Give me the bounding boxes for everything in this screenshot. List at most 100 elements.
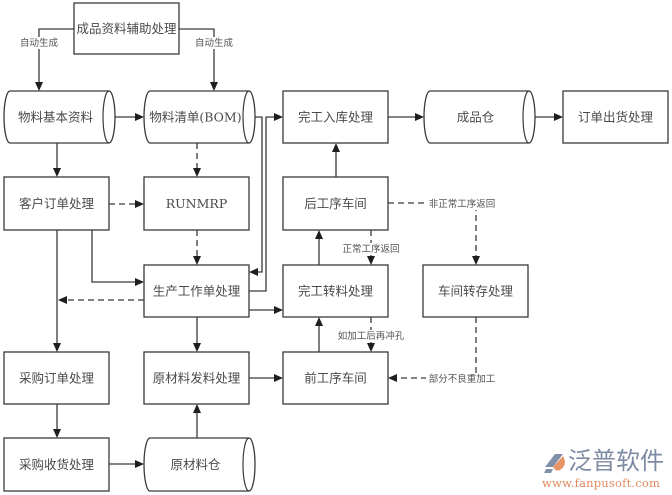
node-receive[interactable]: 采购收货处理 [3, 437, 110, 492]
node-label: 成品仓 [457, 110, 495, 125]
logo-mark-icon [544, 454, 565, 473]
node-label: 完工入库处理 [298, 110, 374, 125]
node-label: 前工序车间 [304, 371, 367, 386]
node-runmrp[interactable]: RUNMRP [143, 176, 250, 231]
node-bom[interactable]: 物料清单(BOM) [143, 90, 256, 144]
edge-po-to-receive [53, 404, 61, 438]
edge-label: 如加工后再冲孔 [335, 330, 407, 342]
arrowhead-icon [249, 268, 258, 276]
edge-label-text: 部分不良重加工 [429, 373, 496, 385]
node-label: 订单出货处理 [578, 110, 654, 125]
edge-label-background [340, 243, 402, 255]
edge-labels-layer: 自动生成自动生成正常工序返回非正常工序返回如加工后再冲孔部分不良重加工 [18, 37, 498, 385]
process-box [3, 176, 110, 231]
process-box [143, 264, 250, 318]
edge-cust-order-to-runmrp [109, 200, 144, 208]
arrowhead-icon [315, 230, 323, 239]
edge-fin-transfer-to-post-ws [315, 230, 323, 265]
edge-label-background [193, 37, 235, 49]
edge-pre-ws-to-fin-transfer [315, 317, 323, 352]
edge-raw-store-to-issue [193, 404, 201, 438]
arrowhead-icon [315, 317, 323, 326]
node-cust-order[interactable]: 客户订单处理 [3, 176, 110, 231]
edge-ws-store-to-pre-ws [388, 317, 477, 382]
edge-receive-to-raw-store [109, 460, 144, 468]
arrowhead-icon [58, 296, 67, 304]
edges-layer [35, 28, 563, 468]
edge-bom-to-runmrp [193, 143, 201, 177]
arrowhead-icon [53, 343, 61, 352]
process-box [282, 176, 389, 231]
arrowhead-icon [415, 113, 424, 121]
arrowhead-icon [193, 256, 201, 265]
node-label: 物料清单(BOM) [149, 110, 241, 125]
node-label: 采购订单处理 [19, 371, 95, 386]
edge-label-text: 自动生成 [195, 37, 234, 49]
logo-brand-text: 泛普软件 [568, 447, 664, 475]
cylinder-end-ellipse [242, 437, 250, 492]
arrowhead-icon [135, 460, 144, 468]
node-fg-store[interactable]: 成品仓 [423, 90, 536, 144]
node-label: 后工序车间 [304, 196, 367, 211]
node-label: 采购收货处理 [19, 457, 95, 472]
arrowhead-icon [367, 343, 375, 352]
arrowhead-icon [388, 374, 397, 382]
connector-line [250, 116, 263, 273]
node-aux[interactable]: 成品资料辅助处理 [73, 2, 180, 55]
edge-cust-order-to-po [53, 230, 61, 352]
node-label: 车间转存处理 [438, 284, 514, 299]
arrowhead-icon [53, 168, 61, 177]
process-box [143, 176, 250, 231]
node-ship[interactable]: 订单出货处理 [562, 90, 669, 144]
edge-label-background [426, 373, 498, 385]
arrowhead-icon [274, 374, 283, 382]
connector-line [388, 202, 477, 256]
edge-label-background [335, 330, 407, 342]
edge-cust-order-to-work-order [91, 230, 144, 286]
process-box [422, 264, 529, 318]
node-post-ws[interactable]: 后工序车间 [282, 176, 389, 231]
process-box [282, 90, 389, 144]
connector-line [397, 317, 477, 379]
edge-material-to-bom [115, 113, 144, 121]
node-material[interactable]: 物料基本资料 [3, 90, 116, 144]
connector-line [91, 230, 135, 283]
node-label: 原材料发料处理 [153, 371, 241, 386]
node-issue[interactable]: 原材料发料处理 [143, 351, 250, 405]
process-box [143, 351, 250, 405]
node-po[interactable]: 采购订单处理 [3, 351, 110, 405]
process-box [282, 351, 389, 405]
logo-url-text: www.fanpusoft.com [542, 476, 661, 490]
process-box [562, 90, 669, 144]
node-label: 完工转料处理 [298, 284, 374, 299]
node-label: 原材料仓 [170, 457, 221, 472]
edge-work-order-to-po [58, 296, 144, 304]
process-box [73, 2, 180, 55]
node-ws-store[interactable]: 车间转存处理 [422, 264, 529, 318]
arrowhead-icon [135, 200, 144, 208]
arrowhead-icon [35, 82, 43, 91]
edge-label-background [426, 198, 498, 210]
edge-material-to-cust-order [53, 143, 61, 177]
edge-label: 自动生成 [18, 37, 60, 49]
arrowhead-icon [135, 278, 144, 286]
edge-label: 非正常工序返回 [426, 198, 498, 210]
edge-label-text: 自动生成 [20, 37, 59, 49]
arrowhead-icon [53, 429, 61, 438]
node-pre-ws[interactable]: 前工序车间 [282, 351, 389, 405]
node-fin-transfer[interactable]: 完工转料处理 [282, 264, 389, 318]
node-fin-in[interactable]: 完工入库处理 [282, 90, 389, 144]
connector-line [179, 28, 215, 82]
cylinder-end-ellipse [102, 90, 110, 144]
edge-aux-to-material [35, 28, 74, 91]
arrowhead-icon [274, 306, 283, 314]
edge-work-order-to-fin-in [249, 113, 283, 292]
arrowhead-icon [193, 168, 201, 177]
connector-line [38, 28, 74, 82]
node-work-order[interactable]: 生产工作单处理 [143, 264, 250, 318]
node-raw-store[interactable]: 原材料仓 [143, 437, 256, 492]
process-box [3, 437, 110, 492]
edge-label-text: 如加工后再冲孔 [338, 330, 405, 342]
